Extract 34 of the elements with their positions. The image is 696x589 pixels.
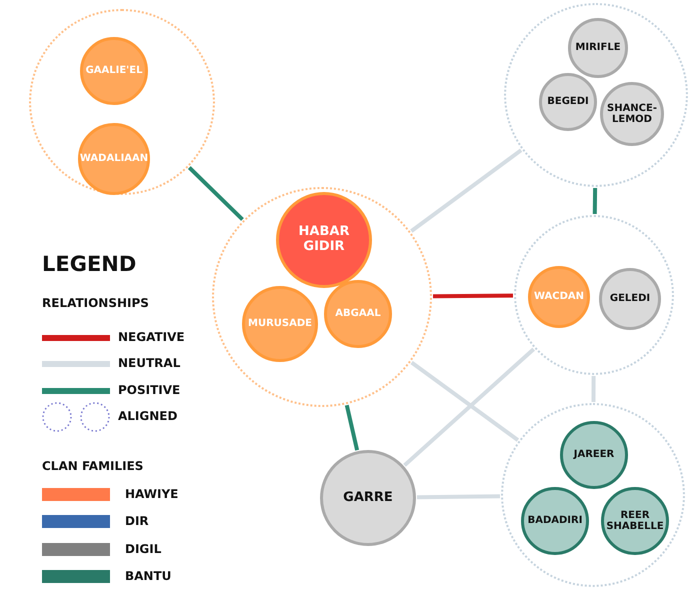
connector-line [403,348,536,467]
clan-circle: HABAR GIDIR [276,192,372,288]
clan-circle: GARRE [320,450,416,546]
connector-line [188,166,244,221]
legend-label: POSITIVE [118,383,180,397]
legend-label: BANTU [125,569,172,583]
clan-circle: JAREER [560,421,628,489]
legend-label: ALIGNED [118,409,178,423]
clan-circle: BEGEDI [539,73,597,131]
clan-circle: WADALIAAN [78,123,150,195]
connector-line [416,494,500,500]
legend-label: NEUTRAL [118,356,180,370]
clan-circle: REER SHABELLE [601,487,669,555]
clan-circle: MIRIFLE [568,18,628,78]
connector-line [592,188,598,214]
clan-circle: WACDAN [528,266,590,328]
clan-circle: ABGAAL [324,280,392,348]
legend-label: DIGIL [125,542,162,556]
clan-circle: SHANCE-LEMOD [600,82,664,146]
connector-line [432,294,514,298]
legend-label: DIR [125,514,149,528]
clan-circle: MURUSADE [242,286,318,362]
clan-circle: GAALIE'EL [80,37,148,105]
legend-label: NEGATIVE [118,330,185,344]
connector-line [410,148,522,233]
legend-title: LEGEND [42,252,136,276]
legend-label: HAWIYE [125,487,178,501]
clan-circle: GELEDI [599,268,661,330]
connector-line [410,360,520,442]
connector-line [344,404,360,451]
connector-line [592,376,596,402]
legend-heading: CLAN FAMILIES [42,459,144,473]
legend-heading: RELATIONSHIPS [42,296,149,310]
clan-circle: BADADIRI [521,487,589,555]
